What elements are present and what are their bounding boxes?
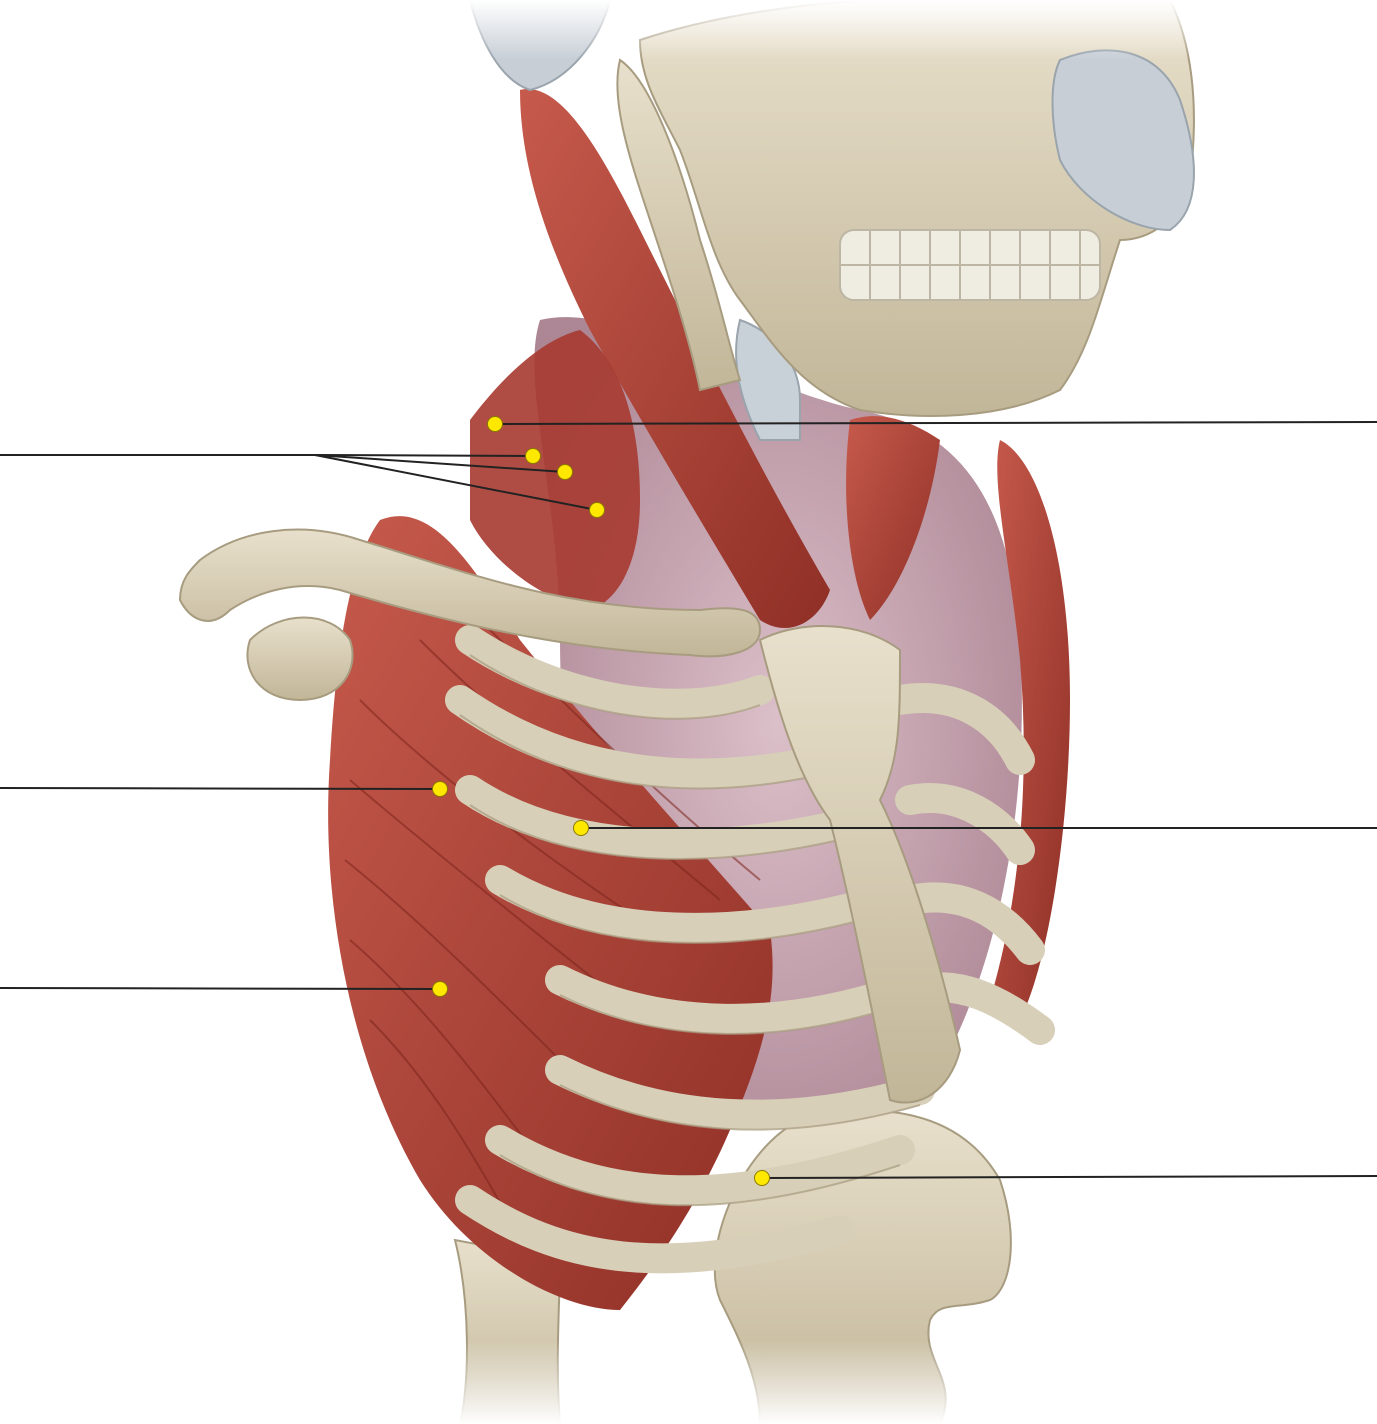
teeth (840, 230, 1100, 300)
leader-line (0, 988, 440, 989)
label-pin[interactable] (488, 417, 503, 432)
label-pin[interactable] (433, 982, 448, 997)
label-pin[interactable] (574, 821, 589, 836)
label-pin[interactable] (590, 503, 605, 518)
label-pin[interactable] (526, 449, 541, 464)
humerus-head (247, 618, 352, 701)
scalene-muscles (470, 330, 640, 610)
leader-line (0, 788, 440, 789)
label-pin[interactable] (433, 782, 448, 797)
label-pin[interactable] (755, 1171, 770, 1186)
label-pin[interactable] (558, 465, 573, 480)
leader-line (315, 455, 533, 456)
